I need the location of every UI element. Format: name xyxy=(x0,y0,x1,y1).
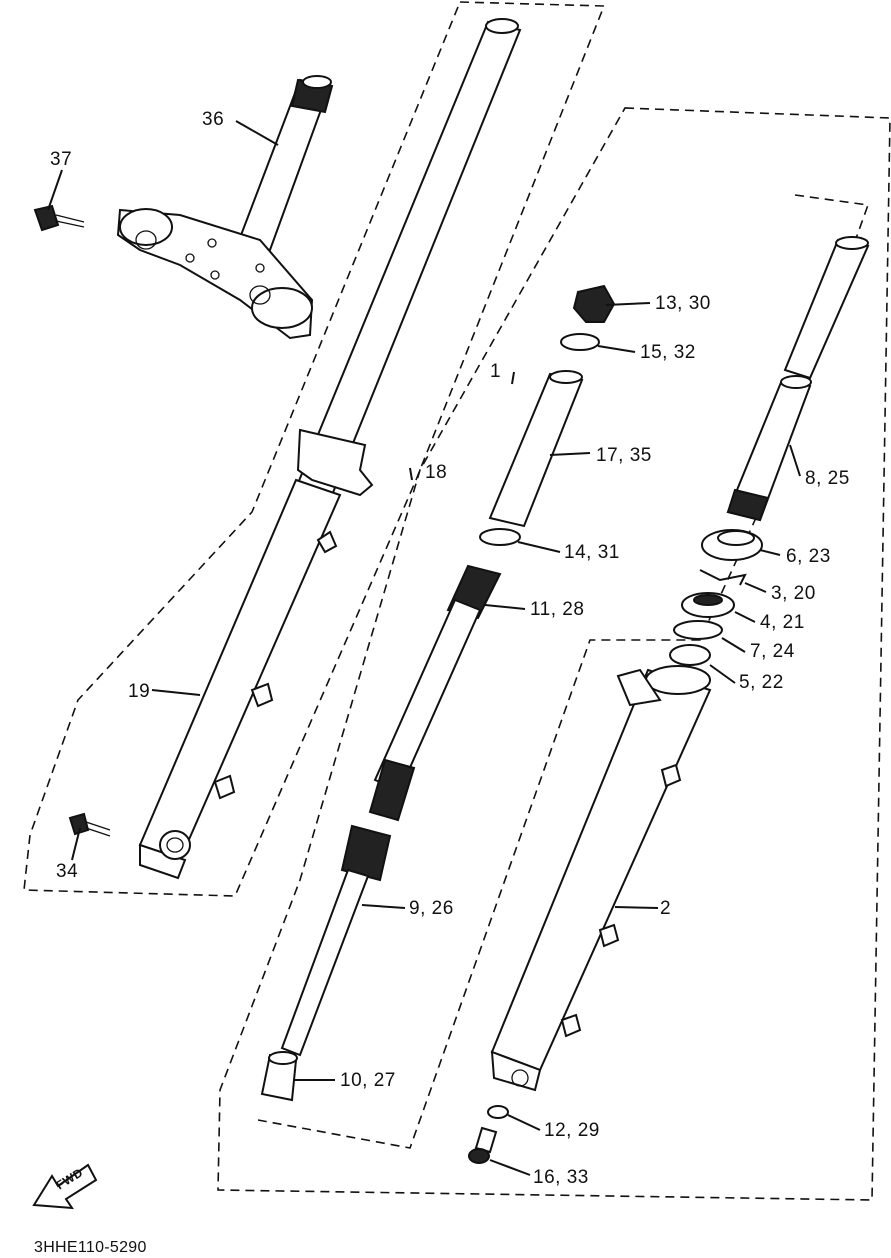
callout-12-29: 12, 29 xyxy=(544,1120,600,1141)
callout-8-25: 8, 25 xyxy=(805,468,850,489)
callout-1: 1 xyxy=(490,361,502,382)
steering-stem-36 xyxy=(116,75,334,340)
callout-11-28: 11, 28 xyxy=(530,599,585,620)
oil-lock-piece-10 xyxy=(260,1051,298,1102)
callout-10-27: 10, 27 xyxy=(340,1070,396,1091)
group-outline-left xyxy=(23,1,606,897)
group-outline-inner xyxy=(257,194,870,1149)
callout-2: 2 xyxy=(660,898,672,919)
slide-metal-5 xyxy=(669,644,711,666)
clip-3 xyxy=(699,569,747,586)
oil-seal-4 xyxy=(681,592,735,618)
fork-tube-8 xyxy=(726,236,870,522)
callout-3-20: 3, 20 xyxy=(771,583,816,604)
washer-14 xyxy=(479,528,521,546)
figure-code: 3HHE110-5290 xyxy=(34,1239,147,1256)
washer-7 xyxy=(673,620,723,640)
callout-6-23: 6, 23 xyxy=(786,546,831,567)
callout-4-21: 4, 21 xyxy=(760,612,805,633)
callout-15-32: 15, 32 xyxy=(640,342,696,363)
callout-34: 34 xyxy=(56,861,79,882)
bolt-37 xyxy=(33,204,85,232)
outer-tube-2 xyxy=(490,665,712,1092)
cap-bolt-13 xyxy=(572,284,616,323)
callout-37: 37 xyxy=(50,149,73,170)
fwd-arrow-icon xyxy=(32,1163,98,1210)
damper-rod-9 xyxy=(280,824,392,1057)
callout-19: 19 xyxy=(128,681,151,702)
callout-36: 36 xyxy=(202,109,225,130)
callout-5-22: 5, 22 xyxy=(739,672,784,693)
o-ring-15 xyxy=(560,333,600,351)
bolt-16 xyxy=(468,1126,498,1164)
callout-7-24: 7, 24 xyxy=(750,641,795,662)
dust-seal-6 xyxy=(701,529,763,561)
spring-11 xyxy=(368,564,502,822)
leader-lines xyxy=(47,120,801,1176)
washer-12 xyxy=(487,1105,509,1119)
callout-16-33: 16, 33 xyxy=(533,1167,589,1188)
inner-tube-19 xyxy=(138,18,522,880)
callout-18: 18 xyxy=(425,462,448,483)
bolt-34 xyxy=(68,812,111,837)
callout-13-30: 13, 30 xyxy=(655,293,711,314)
spacer-17 xyxy=(488,370,584,528)
callout-17-35: 17, 35 xyxy=(596,445,652,466)
callout-9-26: 9, 26 xyxy=(409,898,454,919)
callout-14-31: 14, 31 xyxy=(564,542,620,563)
